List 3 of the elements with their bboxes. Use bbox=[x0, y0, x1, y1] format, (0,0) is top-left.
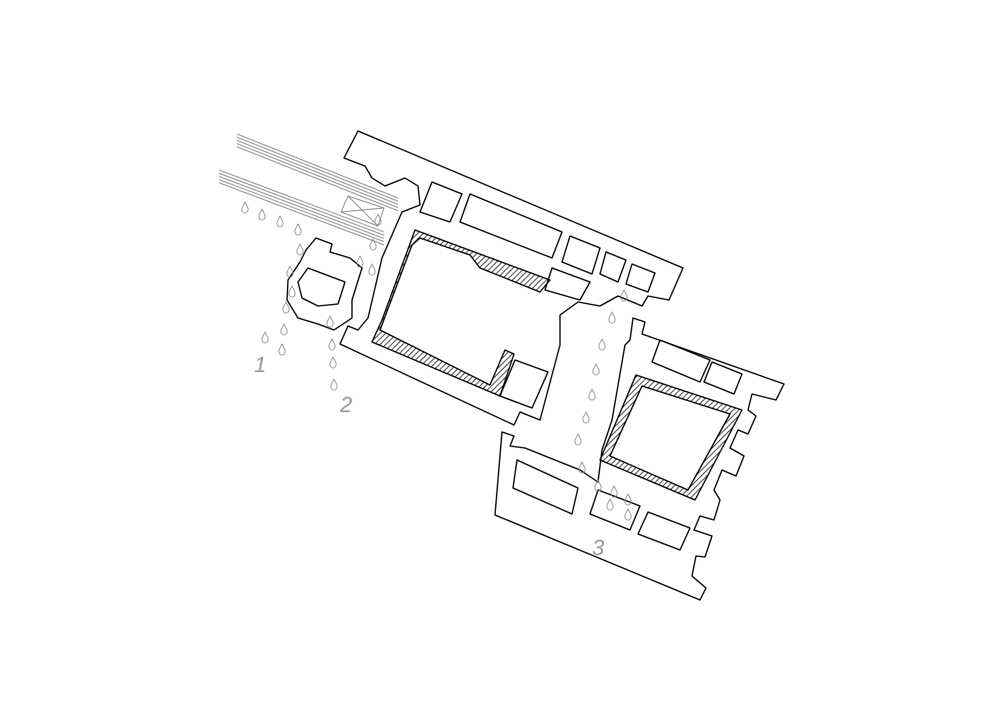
callout-number: 3 bbox=[592, 537, 604, 559]
callout-number: 1 bbox=[254, 354, 266, 376]
callout-number: 2 bbox=[340, 394, 352, 416]
